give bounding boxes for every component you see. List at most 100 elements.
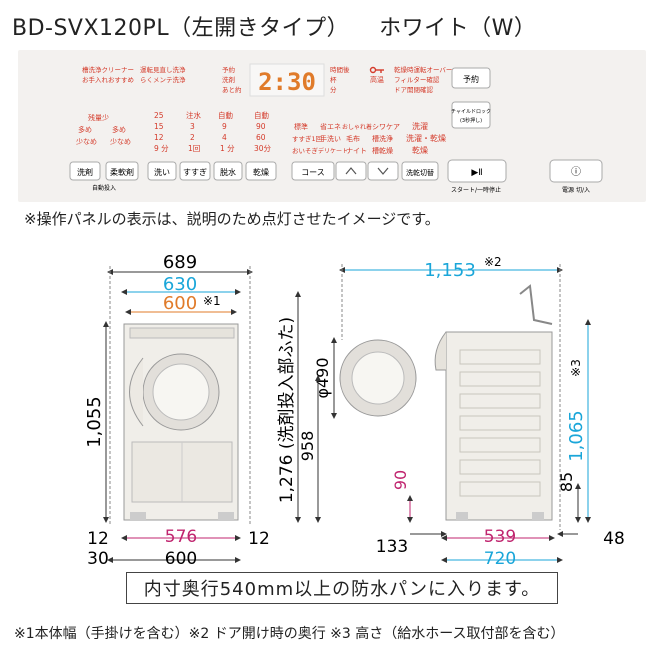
opt-review-wash: 運転見直し洗浄 — [140, 65, 186, 74]
mark1: ※1 — [203, 294, 221, 308]
mark2: ※2 — [484, 255, 502, 269]
chevron-up-icon — [345, 167, 357, 175]
opt-minutes: 分 — [330, 85, 337, 94]
course-night: ナイト — [346, 147, 367, 155]
mode-wash-dry: 洗濯・乾燥 — [406, 133, 446, 143]
power-label: 電源 切/入 — [562, 186, 590, 194]
wash-1: 25 — [154, 111, 164, 120]
opt-easy-wash: らくメンテ洗浄 — [140, 75, 186, 84]
det-row2a: 少なめ — [76, 138, 97, 146]
opt-hours: 時間後 — [330, 65, 350, 74]
key-icon — [369, 66, 384, 74]
dry-3: 60 — [256, 133, 266, 142]
dim-side-inner: 539 — [484, 527, 516, 547]
btn-power[interactable]: ⓘ — [549, 159, 603, 183]
btn-rinse[interactable]: すすぎ — [179, 161, 211, 181]
btn-start[interactable]: ▶Ⅱ — [447, 159, 507, 183]
dim-foot-inner: 576 — [165, 527, 197, 547]
btn-reserve[interactable]: 予約 — [451, 67, 491, 89]
dim-foot-left: 12 — [87, 529, 109, 549]
btn-course-down[interactable] — [367, 161, 399, 181]
opt-dry-over: 乾燥時運転オーバー — [394, 65, 452, 74]
time-display-frame — [249, 63, 325, 97]
opt-reserve: 予約 — [222, 65, 236, 74]
play-pause-icon: ▶Ⅱ — [471, 168, 482, 178]
panel-note: ※操作パネルの表示は、説明のため点灯させたイメージです。 — [24, 210, 440, 228]
det-row1b: 多め — [112, 125, 126, 134]
course-tubwash: 槽洗浄 — [372, 134, 393, 143]
dim-side-open: 1,153 — [424, 260, 476, 281]
title: BD-SVX120PL（左開きタイプ） ホワイト（W） — [12, 10, 536, 42]
course-fashion: おしゃれ着 — [342, 123, 372, 131]
dim-door-center: 958 — [298, 431, 317, 462]
dry-4: 30分 — [254, 144, 272, 153]
rinse-1: 注水 — [186, 110, 201, 120]
model-name: BD-SVX120PL（左開きタイプ） — [12, 16, 350, 41]
spin-4: 1 分 — [220, 144, 235, 153]
svg-text:コース: コース — [301, 168, 325, 177]
dim-height-body: 1,055 — [84, 396, 105, 448]
det-head: 残量少 — [88, 113, 109, 122]
course-tubdry: 槽乾燥 — [372, 146, 393, 155]
control-panel: 槽洗浄クリーナー お手入れおすすめ 運転見直し洗浄 らくメンテ洗浄 予約 洗剤 … — [18, 50, 646, 202]
time-display: 2:30 — [258, 68, 316, 96]
btn-course[interactable]: コース — [291, 161, 335, 181]
svg-text:予約: 予約 — [463, 74, 479, 84]
opt-remaining: あと約 — [222, 85, 242, 94]
dim-bottom-left: 30 — [87, 549, 109, 569]
opt-cups: 杯 — [330, 75, 337, 84]
dim-side-height: 1,065 — [566, 410, 587, 462]
svg-text:すすぎ: すすぎ — [183, 167, 207, 177]
spin-1: 自動 — [218, 110, 233, 120]
btn-wash[interactable]: 洗い — [147, 161, 177, 181]
dim-side-depth: 720 — [484, 549, 516, 569]
btn-softener[interactable]: 柔軟剤 — [105, 161, 139, 181]
dim-height-total: 1,276 (洗剤投入部ふた) — [277, 317, 297, 503]
btn-child-lock[interactable]: チャイルドロック(3秒押し) — [451, 101, 491, 129]
mark3: ※3 — [569, 359, 583, 377]
spin-2: 9 — [222, 122, 227, 131]
course-hurry: おいそぎ — [292, 146, 319, 155]
svg-text:脱水: 脱水 — [220, 167, 236, 177]
footnote: ※1本体幅（手掛けを含む）※2 ドア開け時の奥行 ※3 高さ（給水ホース取付部を… — [14, 626, 565, 642]
color-name: ホワイト（W） — [379, 16, 537, 41]
dry-2: 90 — [256, 122, 266, 131]
btn-spin[interactable]: 脱水 — [213, 161, 243, 181]
dim-front-inner: 600 — [163, 293, 197, 314]
mode-dry: 乾燥 — [412, 145, 428, 155]
dim-foot-right: 12 — [248, 529, 270, 549]
opt-door-check: ドア開閉確認 — [394, 85, 434, 94]
course-wrinkle: シワケア — [372, 123, 400, 131]
dim-front-body: 630 — [163, 274, 197, 295]
mode-wash: 洗濯 — [412, 121, 428, 131]
btn-mode-switch[interactable]: 洗乾切替 — [401, 161, 439, 181]
svg-text:洗剤: 洗剤 — [77, 167, 93, 177]
course-blanket: 毛布 — [346, 134, 360, 143]
opt-filter-check: フィルター確認 — [394, 75, 440, 84]
svg-text:柔軟剤: 柔軟剤 — [110, 167, 134, 177]
dim-bottom-width: 600 — [165, 549, 197, 569]
side-view — [339, 284, 553, 521]
chevron-down-icon — [377, 167, 389, 175]
dim-side-48: 48 — [603, 529, 625, 549]
svg-text:洗乾切替: 洗乾切替 — [406, 168, 434, 177]
dim-door-bottom: 90 — [391, 470, 410, 490]
btn-course-up[interactable] — [335, 161, 367, 181]
dim-side-foot: 85 — [557, 472, 576, 492]
det-row1a: 多め — [78, 125, 92, 134]
svg-text:洗い: 洗い — [154, 167, 170, 177]
rinse-3: 2 — [190, 133, 195, 142]
wash-2: 15 — [154, 122, 164, 131]
dim-side-133: 133 — [376, 537, 408, 557]
dim-door-diameter: φ490 — [313, 357, 332, 398]
wash-4: 9 分 — [154, 144, 169, 153]
rinse-4: 1回 — [188, 144, 200, 153]
course-handwash: 手洗い — [320, 134, 341, 143]
rinse-2: 3 — [190, 122, 195, 131]
start-label: スタート/一時停止 — [451, 186, 501, 194]
btn-detergent[interactable]: 洗剤 — [69, 161, 101, 181]
dim-front-total: 689 — [163, 252, 197, 273]
course-standard: 標準 — [294, 122, 308, 131]
btn-dry[interactable]: 乾燥 — [245, 161, 277, 181]
svg-text:(3秒押し): (3秒押し) — [460, 117, 482, 124]
